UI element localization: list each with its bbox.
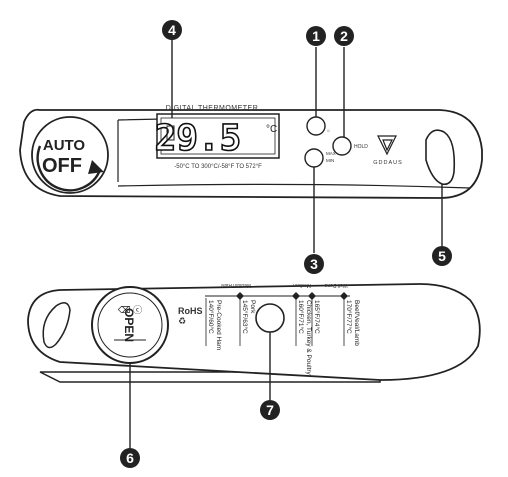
brand-logo: GDDAUS xyxy=(373,135,403,166)
doneness-marker xyxy=(340,292,348,300)
guide-temp: 140°F/60°C xyxy=(207,300,215,334)
rohs-mark: RoHS ♻ xyxy=(178,306,203,326)
guide-temp: 165°F/74°C xyxy=(313,300,321,334)
callout-5: 5 xyxy=(432,246,452,266)
doneness-marker xyxy=(236,292,244,300)
doneness-marker xyxy=(292,292,300,300)
magnet xyxy=(255,303,285,333)
callout-6: 6 xyxy=(120,448,140,468)
recycle-icon: ♻ xyxy=(178,316,186,326)
battery-icon xyxy=(166,125,175,141)
front-view: AUTO OFF DIGITAL THERMOMETER 29.5 °C -50… xyxy=(19,105,483,199)
callout-number: 7 xyxy=(266,402,274,418)
lcd-unit: °C xyxy=(266,124,277,135)
hang-hole xyxy=(425,129,456,186)
doneness-marker xyxy=(308,292,316,300)
battery-cover[interactable]: OPEN ⌫ ⓒ xyxy=(91,286,169,364)
guide-meat: Chicken, Turkey & Poultry xyxy=(305,300,312,376)
hold-button[interactable]: HOLD xyxy=(332,136,368,156)
range-text: -50°C TO 300°C/-58°F TO 572°F xyxy=(174,164,262,170)
open-label: OPEN xyxy=(122,308,136,342)
display-title: DIGITAL THERMOMETER xyxy=(166,105,259,112)
callout-number: 1 xyxy=(312,28,320,44)
guide-temp: 145°F/63°C xyxy=(241,300,249,334)
callout-number: 2 xyxy=(340,28,348,44)
power-light-button[interactable]: ☼ xyxy=(306,116,331,136)
guide-meat: Beef/Veal/Lamb xyxy=(353,300,360,346)
callout-4: 4 xyxy=(162,20,182,40)
max-min-button[interactable]: MAX MIN xyxy=(304,148,336,168)
auto-off-badge: AUTO OFF xyxy=(31,116,109,194)
callout-3: 3 xyxy=(304,254,324,274)
brand-text: GDDAUS xyxy=(373,160,403,166)
doneness-header: Well Done xyxy=(324,282,347,288)
min-label: MIN xyxy=(326,158,334,163)
leader-lines xyxy=(129,40,443,448)
back-view: OPEN ⌫ ⓒ RoHS ♻ Medium Rare Medium Well Do… xyxy=(27,282,481,383)
hold-label: HOLD xyxy=(354,144,368,150)
light-icon: ☼ xyxy=(326,128,331,134)
guide-meat: Pork xyxy=(249,300,256,314)
callout-number: 4 xyxy=(168,22,176,38)
guide-temp: 160°F/71°C xyxy=(297,300,305,334)
back-hang-hole xyxy=(42,302,71,349)
callout-7: 7 xyxy=(260,400,280,420)
guide-meat: Pre-Cooked Ham xyxy=(215,300,222,350)
doneness-header: Medium Rare xyxy=(221,282,251,288)
callout-number: 6 xyxy=(126,450,134,466)
lcd-display: 29.5 °C xyxy=(154,113,280,160)
auto-off-line1: AUTO xyxy=(43,137,86,154)
battery-symbols-icon: ⌫ ⓒ xyxy=(117,305,142,315)
guide-temp: 170°F/77°C xyxy=(345,300,353,334)
auto-off-line2: OFF xyxy=(42,155,82,177)
doneness-header: Medium xyxy=(293,282,311,288)
callout-number: 3 xyxy=(310,256,318,272)
callout-2: 2 xyxy=(334,26,354,46)
max-label: MAX xyxy=(326,151,336,156)
rohs-text: RoHS xyxy=(178,306,203,316)
callout-markers: 1 2 3 4 5 6 7 xyxy=(120,20,452,468)
callout-1: 1 xyxy=(306,26,326,46)
callout-number: 5 xyxy=(438,248,446,264)
lcd-reading: 29.5 xyxy=(155,118,242,159)
